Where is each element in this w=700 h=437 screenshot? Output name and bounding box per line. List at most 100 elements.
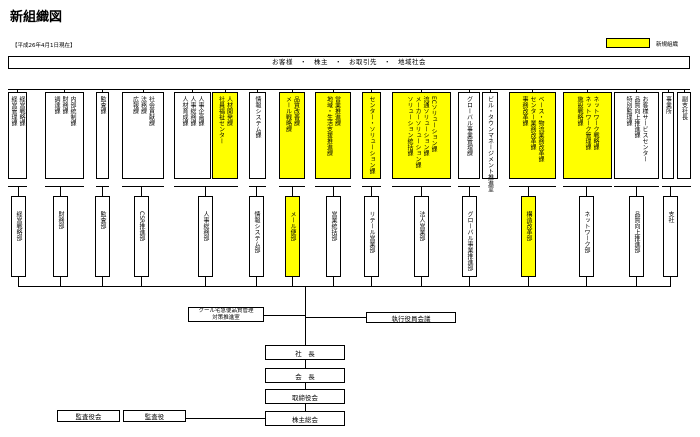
department-connector xyxy=(333,277,334,286)
section-box: ビル・タウンマネージメント推進室 xyxy=(482,92,498,192)
section-label: 特別監理課 xyxy=(625,96,632,126)
department-connector xyxy=(670,186,671,196)
department-label: CSR推進部 xyxy=(138,211,145,242)
board-box: 取締役会 xyxy=(265,389,345,404)
section-box: 社会貢献課法務課広報課 xyxy=(122,92,164,179)
department-connector xyxy=(528,186,529,196)
department-connector xyxy=(670,277,671,286)
department-box: 支社 xyxy=(663,196,678,277)
department-label: 情報システム部 xyxy=(253,211,260,253)
section-label: 広報課 xyxy=(131,96,139,114)
department-label: 品質向上推進部 xyxy=(633,211,640,253)
section-label: 監査課 xyxy=(99,96,106,114)
section-connector xyxy=(225,89,226,92)
section-box: 人事企画課人事総務課人材育成課 xyxy=(174,92,211,179)
department-box: 品質向上推進部 xyxy=(629,196,644,277)
department-connector xyxy=(292,186,293,196)
section-box: ベース・物流業務改革課センター業務改革課事務改革課 xyxy=(509,92,556,179)
department-connector xyxy=(636,186,637,196)
department-connector xyxy=(205,277,206,286)
section-box: 事業所 xyxy=(662,92,674,179)
section-label: メーカーソリューション課 xyxy=(414,96,421,168)
section-label: 品質改善課 xyxy=(292,96,300,126)
section-connector xyxy=(469,89,470,92)
department-connector xyxy=(636,277,637,286)
section-label: 営業推進課 xyxy=(333,96,341,126)
section-label: 社員福祉センター xyxy=(217,96,225,144)
section-label: 事務改革課 xyxy=(521,96,528,126)
section-connector xyxy=(684,89,685,92)
hierarchy-connector xyxy=(305,360,306,368)
department-connector xyxy=(421,277,422,286)
section-label: お客様サービスセンター xyxy=(641,96,648,162)
section-label: 品質向上推進課 xyxy=(633,96,640,138)
section-label: 事業所 xyxy=(664,96,672,114)
section-connector xyxy=(490,89,491,92)
department-box: 経営戦略部 xyxy=(11,196,26,277)
group-bracket xyxy=(45,186,84,187)
section-label: ネットワーク戦略課 xyxy=(592,96,599,150)
section-label: 流通ソリューション課 xyxy=(422,96,429,156)
section-connector xyxy=(668,89,669,92)
section-box: ネットワーク戦略課ネットワーク管理課施設戦略課 xyxy=(563,92,612,179)
department-connector xyxy=(60,186,61,196)
section-label: ソリューション統括課 xyxy=(406,96,413,156)
section-label: 経営管理課 xyxy=(10,96,17,126)
group-bracket xyxy=(122,186,164,187)
department-connector xyxy=(469,186,470,196)
group-bracket xyxy=(174,186,238,187)
executive-committee-box: 執行役員会議 xyxy=(366,312,456,323)
shareholders-box: 株主総会 xyxy=(265,411,345,426)
section-label: センター業務改革課 xyxy=(529,96,536,150)
department-connector xyxy=(141,277,142,286)
section-label: 社会貢献課 xyxy=(147,96,155,126)
section-label: 内部統制課 xyxy=(69,96,76,126)
section-box: センター・ソリューション課 xyxy=(362,92,381,179)
section-label: 調達課 xyxy=(53,96,60,114)
department-label: リテール営業部 xyxy=(368,211,375,253)
section-connector xyxy=(143,89,144,92)
department-connector xyxy=(102,277,103,286)
department-connector xyxy=(18,186,19,196)
committee-label: 対策推進室 xyxy=(212,314,240,321)
chairman-box: 会 長 xyxy=(265,368,345,383)
audit-board-box: 監査役会 xyxy=(57,410,120,422)
department-connector xyxy=(371,186,372,196)
committee-label: クール宅急便品質管理 xyxy=(198,307,254,314)
section-connector xyxy=(102,89,103,92)
department-box: グローバル事業推進部 xyxy=(462,196,477,277)
section-connector xyxy=(257,89,258,92)
section-label: 地域・生活支援推進課 xyxy=(325,96,333,156)
section-label: 人材開発課 xyxy=(225,96,233,126)
section-label: グローバル事業管理課 xyxy=(465,96,473,156)
section-connector xyxy=(192,89,193,92)
section-label: 人事総務課 xyxy=(189,96,196,126)
section-box: 副支社長 xyxy=(677,92,691,179)
section-box: ECソリューション課流通ソリューション課メーカーソリューション課ソリューション統… xyxy=(392,92,451,179)
legend-label: 新規組織 xyxy=(656,42,679,48)
section-connector xyxy=(292,89,293,92)
section-connector xyxy=(421,89,422,92)
group-bracket xyxy=(249,186,266,187)
department-connector xyxy=(256,277,257,286)
department-box: 監査部 xyxy=(95,196,110,277)
section-label: ECソリューション課 xyxy=(430,96,437,152)
department-connector xyxy=(469,277,470,286)
section-box: 品質改善課メール戦略課 xyxy=(279,92,305,179)
department-box: 営業統括部 xyxy=(326,196,341,277)
section-box: お客様サービスセンター品質向上推進課特別監理課 xyxy=(614,92,659,179)
department-label: 監査部 xyxy=(99,211,106,229)
hierarchy-connector xyxy=(305,383,306,389)
department-label: 経営戦略部 xyxy=(15,211,22,241)
top-bus-line xyxy=(8,89,690,90)
page-title: 新組織図 xyxy=(10,10,63,25)
trunk-line xyxy=(305,286,306,345)
section-label: センター・ソリューション課 xyxy=(368,96,375,174)
department-label: 営業統括部 xyxy=(330,211,337,241)
section-connector xyxy=(64,89,65,92)
section-connector xyxy=(17,89,18,92)
department-label: 構造改革部 xyxy=(525,211,532,241)
department-connector xyxy=(60,277,61,286)
department-box: CSR推進部 xyxy=(134,196,149,277)
section-label: メール戦略課 xyxy=(284,96,292,132)
